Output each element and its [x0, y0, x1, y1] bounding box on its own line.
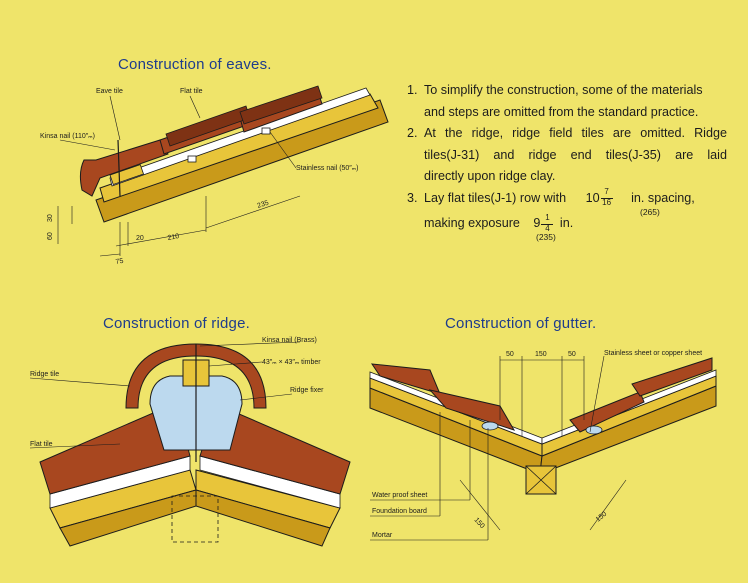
dimension-60: 60 [47, 232, 54, 240]
note-2: 2. At the ridge, ridge field tiles are o… [407, 123, 727, 188]
ridge-tile [125, 343, 267, 409]
label-flat-tile: Flat tile [180, 88, 203, 95]
note-text: in. spacing, [631, 190, 695, 205]
label-stainless-nail: Stainless nail (50″ₘ) [296, 165, 358, 172]
label-ridge-fixer: Ridge fixer [290, 387, 324, 394]
metric-265: (265) [640, 206, 660, 217]
label-water-proof-sheet: Water proof sheet [372, 492, 427, 499]
dimension-150-right: 150 [595, 511, 609, 524]
gutter-mortar [585, 425, 603, 435]
label-eave-tile: Eave tile [96, 88, 123, 95]
fraction-denominator: 16 [600, 198, 613, 208]
gutter-diagram: 50 150 50 Stainless sheet or copper shee… [369, 350, 717, 541]
note-number: 3. [407, 190, 418, 205]
leader-line [269, 131, 297, 169]
note-text: in. [559, 216, 574, 230]
label-kinsa-nail-brass: Kinsa nail (Brass) [262, 337, 317, 344]
label-mortar: Mortar [372, 532, 393, 539]
fraction-numerator: 7 [604, 187, 609, 197]
dimension-150: 150 [535, 351, 547, 358]
eaves-flat-tile-4 [239, 85, 323, 125]
gutter-timber-cross [525, 465, 557, 495]
eaves-stainless-nail [261, 127, 271, 135]
leader-line [189, 95, 201, 119]
label-stainless-sheet: Stainless sheet or copper sheet [604, 350, 702, 357]
label-kinsa-nail: Kinsa nail (110″ₘ) [40, 133, 95, 140]
dimension-line [589, 479, 627, 531]
ridge-board-under-right [195, 489, 331, 547]
note-line: tiles(J-31) and ridge end tiles(J-35) ar… [424, 147, 727, 162]
note-line: directly upon ridge clay. [424, 169, 556, 183]
note-text: Lay flat tiles(J-1) row with [424, 190, 567, 205]
dimension-210: 210 [167, 233, 180, 242]
gutter-title: Construction of gutter. [445, 315, 597, 332]
leader-line [239, 393, 293, 401]
dimension-line [459, 479, 501, 531]
leader-line [589, 355, 605, 433]
gutter-tile-right-2 [631, 357, 713, 397]
fraction-integer: 9 [533, 216, 541, 230]
label-ridge-tile: Ridge tile [30, 371, 59, 378]
eaves-diagram: Eave tile Flat tile Kinsa nail (110″ₘ) S… [40, 85, 389, 266]
note-number: 1. [407, 83, 418, 97]
dimension-150-left: 150 [473, 517, 486, 530]
label-flat-tile: Flat tile [30, 441, 53, 448]
leader-line [29, 377, 131, 387]
gutter-tile-left-2 [428, 389, 516, 431]
label-timber: 43″ₘ × 43″ₘ timber [262, 359, 321, 366]
fraction-numerator: 1 [545, 212, 550, 222]
note-number: 2. [407, 126, 418, 140]
eaves-nail-2 [187, 155, 197, 163]
ridge-title: Construction of ridge. [103, 315, 250, 332]
dimension-30: 30 [47, 214, 54, 222]
ridge-support-dashed [171, 495, 219, 543]
dimension-75: 75 [115, 258, 124, 266]
fraction-integer: 10 [585, 190, 600, 205]
dimension-50-left: 50 [506, 351, 514, 358]
metric-235: (235) [536, 232, 556, 242]
notes-list: 1. To simplify the construction, some of… [407, 80, 727, 242]
leader-line [208, 361, 263, 367]
ridge-diagram: Kinsa nail (Brass) 43″ₘ × 43″ₘ timber Ri… [29, 337, 351, 547]
fraction-denominator: 4 [541, 223, 554, 233]
leader-line [109, 95, 121, 141]
dimension-line [115, 229, 207, 247]
dimension-50-right: 50 [568, 351, 576, 358]
dimension-line [99, 253, 121, 257]
note-line: To simplify the construction, some of th… [424, 83, 703, 97]
note-text: making exposure [424, 216, 520, 230]
dimension-20: 20 [136, 235, 144, 242]
gutter-tile-right-1 [569, 391, 645, 433]
gutter-mortar [481, 421, 499, 431]
eaves-batten [109, 164, 145, 185]
note-1: 1. To simplify the construction, some of… [407, 80, 727, 123]
leader-line [199, 341, 301, 347]
dimension-line [205, 195, 301, 229]
eaves-title: Construction of eaves. [118, 56, 272, 73]
note-line: and steps are omitted from the standard … [424, 104, 699, 119]
label-foundation-board: Foundation board [372, 508, 427, 515]
leader-line [59, 139, 116, 151]
note-line: At the ridge, ridge field tiles are omit… [424, 126, 727, 140]
eaves-kinsa-nail [117, 139, 121, 197]
dimension-235: 235 [256, 200, 269, 210]
leader-line [29, 443, 121, 449]
